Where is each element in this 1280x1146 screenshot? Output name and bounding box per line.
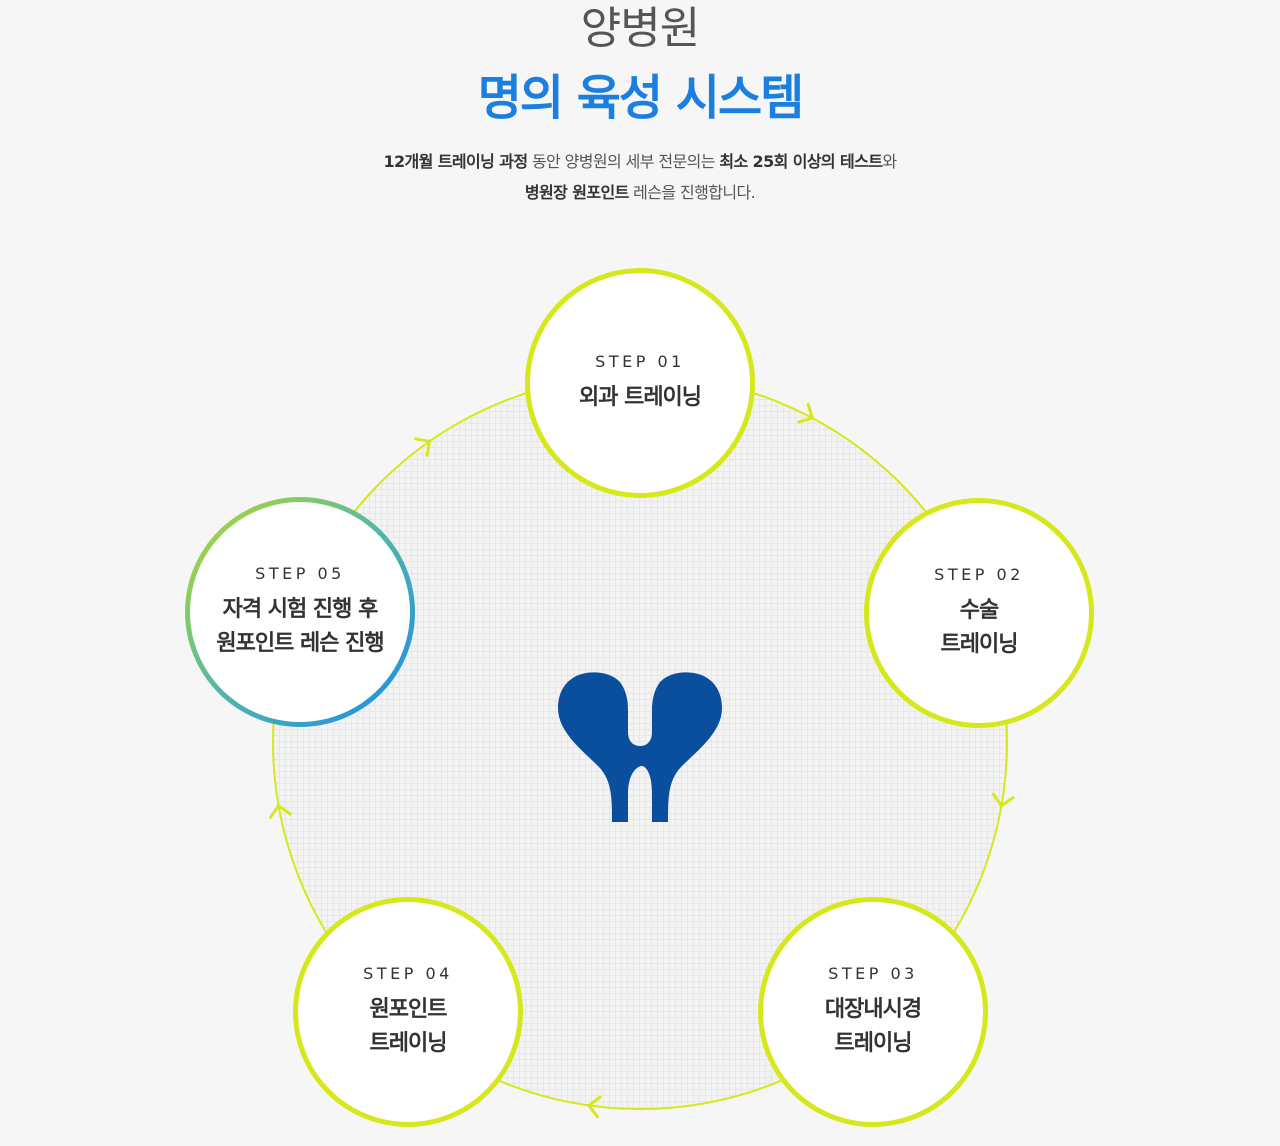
step-title-line: 트레이닝: [940, 631, 1019, 657]
brand-title: 양병원: [580, 3, 700, 54]
step-number: STEP 05: [255, 563, 345, 583]
step-number: STEP 04: [363, 963, 453, 983]
desc-emphasis: 최소 25회 이상의 테스트: [719, 152, 883, 171]
chevron-arrow-icon: [414, 437, 431, 457]
step-title-line: 수술: [959, 597, 999, 623]
chevron-arrow-icon: [797, 402, 814, 424]
description: 12개월 트레이닝 과정 동안 양병원의 세부 전문의는 최소 25회 이상의 …: [0, 146, 1280, 208]
step-title-line: 원포인트 레슨 진행: [216, 630, 384, 656]
step-title-line: 대장내시경: [824, 996, 922, 1022]
step-title: 수술 트레이닝: [940, 594, 1019, 662]
description-line-1: 12개월 트레이닝 과정 동안 양병원의 세부 전문의는 최소 25회 이상의 …: [0, 146, 1280, 177]
step-title: 원포인트 트레이닝: [369, 993, 448, 1061]
chevron-arrow-icon: [587, 1095, 602, 1119]
step-number: STEP 03: [828, 963, 918, 983]
step-number: STEP 01: [595, 351, 685, 371]
step-title-line: 외과 트레이닝: [578, 384, 702, 410]
chevron-arrow-icon: [991, 792, 1015, 808]
step-04: STEP 04 원포인트 트레이닝: [293, 897, 523, 1127]
step-title: 대장내시경 트레이닝: [824, 993, 922, 1061]
step-01: STEP 01 외과 트레이닝: [525, 268, 755, 498]
step-03: STEP 03 대장내시경 트레이닝: [758, 897, 988, 1127]
desc-emphasis: 병원장 원포인트: [524, 183, 629, 202]
desc-text: 와: [882, 152, 897, 171]
step-02: STEP 02 수술 트레이닝: [864, 498, 1094, 728]
step-number: STEP 02: [934, 564, 1024, 584]
step-title-line: 트레이닝: [369, 1030, 448, 1056]
step-title: 외과 트레이닝: [578, 381, 702, 415]
desc-emphasis: 12개월 트레이닝 과정: [383, 152, 528, 171]
step-05: STEP 05 자격 시험 진행 후 원포인트 레슨 진행: [185, 497, 415, 727]
desc-text: 레슨을 진행합니다.: [628, 183, 756, 202]
hospital-logo-icon: [558, 672, 722, 822]
chevron-arrow-icon: [268, 804, 292, 819]
desc-text: 동안 양병원의 세부 전문의는: [527, 152, 720, 171]
step-title-line: 원포인트: [369, 996, 448, 1022]
step-title: 자격 시험 진행 후 원포인트 레슨 진행: [216, 593, 384, 661]
page-headline: 명의 육성 시스템: [477, 70, 805, 126]
step-title-line: 트레이닝: [834, 1030, 913, 1056]
description-line-2: 병원장 원포인트 레슨을 진행합니다.: [0, 177, 1280, 208]
step-title-line: 자격 시험 진행 후: [222, 596, 379, 622]
